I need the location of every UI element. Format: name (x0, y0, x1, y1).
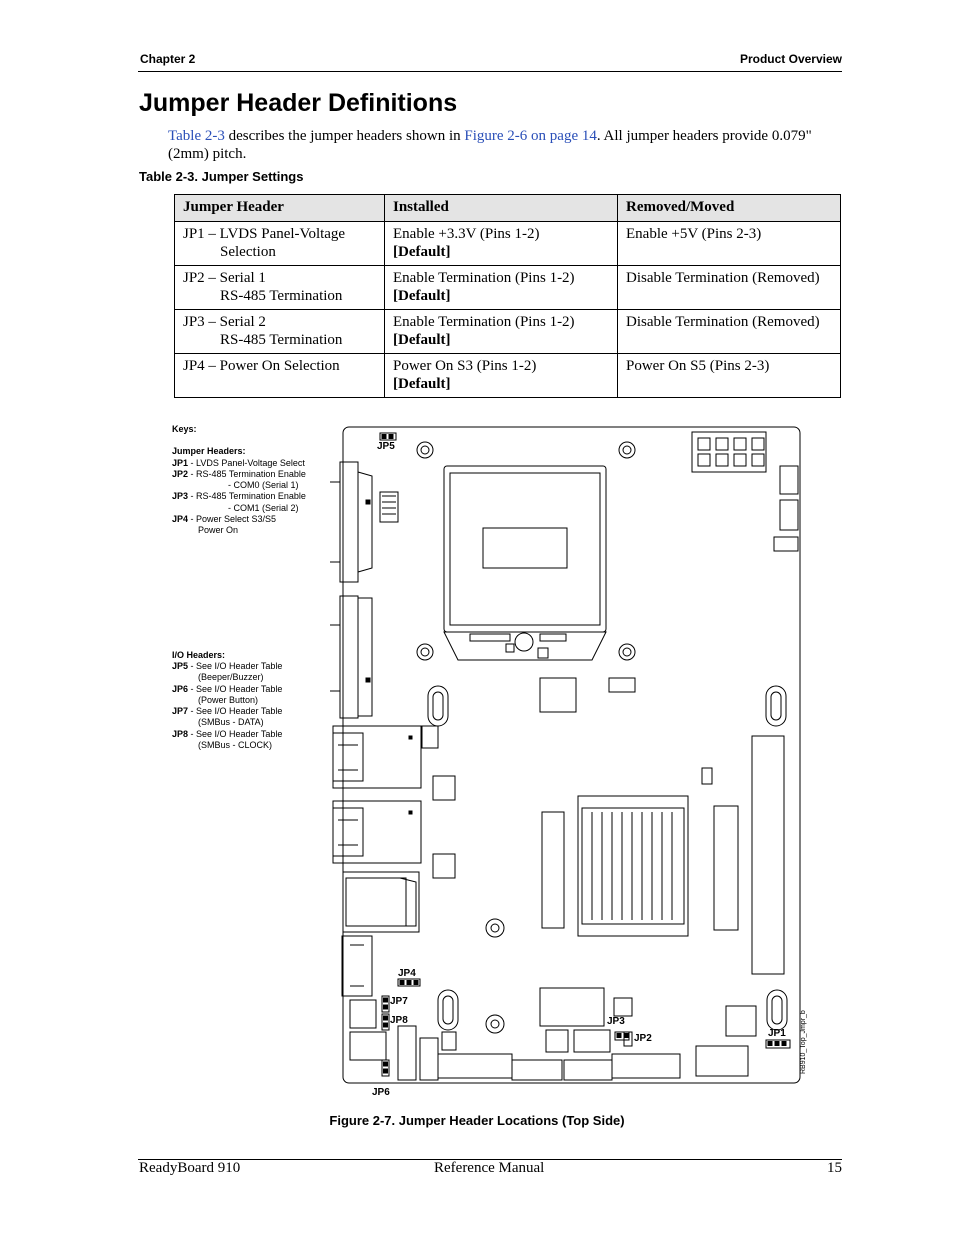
usb-connector (342, 871, 420, 933)
jp2-header (623, 1031, 633, 1047)
col-header: Installed (384, 194, 618, 222)
pc104-header (541, 811, 565, 929)
table-header-row: Jumper Header Installed Removed/Moved (174, 194, 841, 222)
board-outline (342, 426, 801, 1084)
jp2-label: JP2 (634, 1033, 652, 1044)
cell-header: JP4 – Power On Selection (174, 353, 385, 398)
col-header: Jumper Header (174, 194, 385, 222)
cell-installed: Enable +3.3V (Pins 1-2)[Default] (384, 221, 618, 266)
jp5-header (379, 432, 397, 441)
pc104-plus-header (751, 735, 785, 975)
intro-text-1: describes the jumper headers shown in (224, 128, 465, 144)
jp6-header (381, 1059, 390, 1077)
footer-rule (138, 1159, 842, 1160)
header-right-1 (779, 465, 799, 495)
cell-removed: Power On S5 (Pins 2-3) (617, 353, 841, 398)
slot-holes (427, 685, 788, 1031)
intro-paragraph: Table 2-3 describes the jumper headers s… (168, 127, 844, 163)
cell-removed: Disable Termination (Removed) (617, 309, 841, 354)
jp3-label: JP3 (607, 1016, 625, 1027)
audio-connector (341, 935, 373, 997)
page-number: 15 (827, 1160, 842, 1176)
lan-jack-1 (332, 725, 422, 789)
bios-flash (539, 987, 605, 1027)
board-drawing (323, 426, 801, 1084)
superio-chip (539, 677, 577, 713)
atx-power-connector (691, 431, 767, 473)
dc-jack (349, 1031, 387, 1061)
small-header (608, 677, 636, 693)
footer-manual: Reference Manual (434, 1160, 545, 1176)
mounting-holes (416, 441, 636, 1034)
chip-d (573, 1029, 611, 1053)
cpu-socket (443, 465, 607, 661)
ide-connector (713, 805, 739, 931)
jp7-label: JP7 (390, 996, 408, 1007)
chip-b (432, 853, 456, 879)
jp4-header (397, 978, 421, 987)
table-link[interactable]: Table 2-3 (168, 128, 225, 144)
figure-keys: Keys: Jumper Headers: JP1 - LVDS Panel-V… (172, 424, 306, 751)
jp4-label: JP4 (398, 968, 416, 979)
usb-header-1 (511, 1059, 563, 1081)
cmos-header (421, 725, 439, 749)
col-header: Removed/Moved (617, 194, 841, 222)
footer-product: ReadyBoard 910 (139, 1160, 241, 1176)
crystal (701, 767, 713, 785)
sata-connector-2 (611, 1053, 681, 1079)
board-diagram: JP5 JP4 JP7 JP8 JP6 JP3 JP2 JP1 RB910_To… (323, 420, 810, 1098)
chapter-label: Chapter 2 (140, 52, 196, 66)
drawing-id: RB910_Top_Jmpr_b (800, 1010, 807, 1074)
section-label: Product Overview (739, 52, 842, 66)
sata-connector-1 (437, 1053, 513, 1079)
serial-connector-top (323, 461, 399, 583)
chip-a (432, 775, 456, 801)
header-right-3 (773, 536, 799, 552)
cell-installed: Enable Termination (Pins 1-2)[Default] (384, 265, 618, 310)
intro-text-2: . All jumper headers provide 0.079" (2mm… (168, 128, 812, 162)
cell-installed: Power On S3 (Pins 1-2)[Default] (384, 353, 618, 398)
power-jack (349, 999, 377, 1029)
usb-header-2 (563, 1059, 613, 1081)
jp1-header (765, 1039, 791, 1049)
serial-connector-bottom (323, 595, 373, 719)
jp5-label: JP5 (377, 441, 395, 452)
header-rule (138, 71, 842, 72)
fan-header (441, 1031, 457, 1051)
pin-header-a (397, 1025, 417, 1081)
cell-removed: Disable Termination (Removed) (617, 265, 841, 310)
jp7-header (381, 995, 390, 1013)
chip-e (725, 1005, 757, 1037)
page-title: Jumper Header Definitions (139, 89, 458, 117)
small-chip (613, 997, 633, 1017)
figure-caption: Figure 2-7. Jumper Header Locations (Top… (329, 1113, 625, 1128)
jp6-label: JP6 (372, 1087, 390, 1098)
lvds-connector (695, 1045, 749, 1077)
jp3-header (614, 1031, 630, 1041)
jp8-header (381, 1013, 390, 1031)
jp1-label: JP1 (768, 1028, 786, 1039)
jp8-label: JP8 (390, 1015, 408, 1026)
table-caption: Table 2-3. Jumper Settings (139, 169, 304, 184)
cell-installed: Enable Termination (Pins 1-2)[Default] (384, 309, 618, 354)
header-right-2 (779, 499, 799, 531)
chipset-heatsink (577, 795, 689, 937)
figure-link[interactable]: Figure 2-6 on page 14 (464, 128, 597, 144)
chip-c (545, 1029, 569, 1053)
lan-jack-2 (332, 800, 422, 864)
jumper-settings-table: Jumper Header Installed Removed/Moved JP… (174, 194, 841, 398)
cell-removed: Enable +5V (Pins 2-3) (617, 221, 841, 266)
pin-header-b (419, 1037, 439, 1081)
table-row: JP4 – Power On Selection Power On S3 (Pi… (174, 353, 841, 398)
